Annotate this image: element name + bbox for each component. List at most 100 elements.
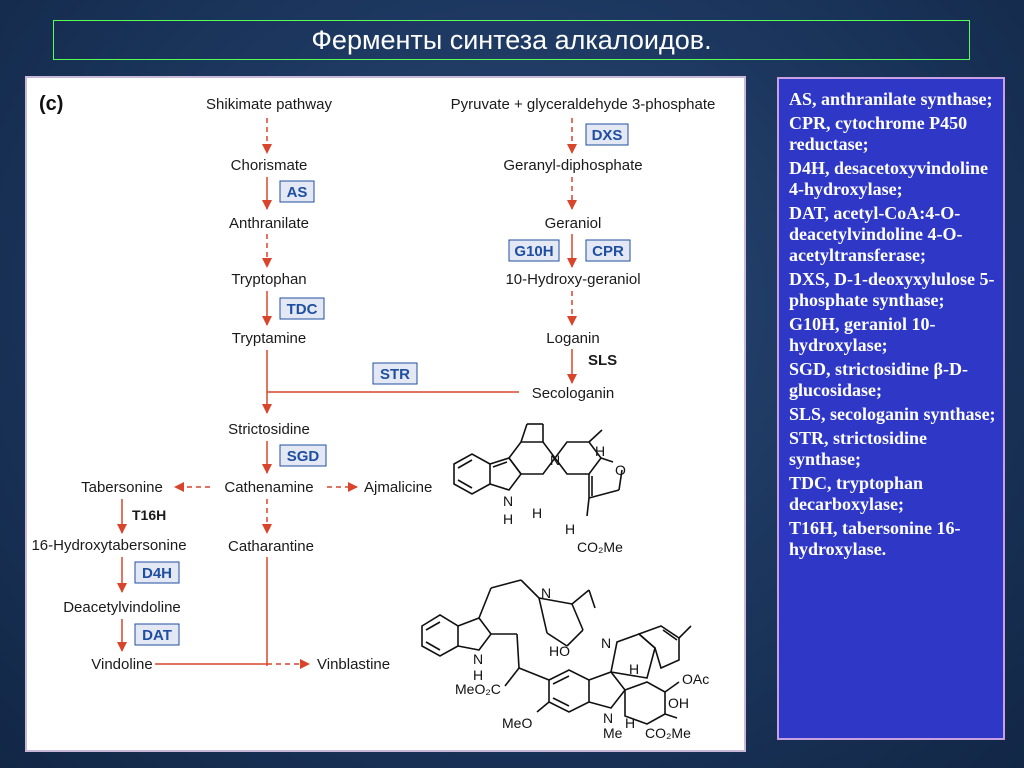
legend-desc: , secologanin synthase; <box>821 404 996 424</box>
panel-label: (c) <box>39 93 63 115</box>
enzyme-legend-panel: AS, anthranilate synthase; CPR, cytochro… <box>777 77 1005 740</box>
enzyme-box-g10h <box>508 239 560 262</box>
node-shikimate: Shikimate pathway <box>206 96 332 113</box>
node-vindoline: Vindoline <box>91 656 152 673</box>
legend-item: CPR, cytochrome P450 reductase; <box>789 113 997 155</box>
legend-abbr: T16H <box>789 518 834 538</box>
enzyme-box-as <box>279 180 315 203</box>
node-hydroxytabersonine: 16-Hydroxytabersonine <box>31 537 186 554</box>
legend-abbr: STR <box>789 428 825 448</box>
enzyme-box-dxs <box>585 123 629 146</box>
node-ajmalicine: Ajmalicine <box>364 479 432 496</box>
enzyme-box-sgd <box>279 444 327 467</box>
legend-item: SLS, secologanin synthase; <box>789 404 997 425</box>
legend-abbr: TDC <box>789 473 828 493</box>
vinblastine-structure <box>421 579 692 725</box>
enzyme-as: AS <box>287 184 308 201</box>
legend-abbr: G10H <box>789 314 836 334</box>
legend-desc: , acetyl-CoA:4-O-deacetylvindoline 4-O-a… <box>789 203 963 265</box>
vb-label-n2: N <box>601 635 611 651</box>
vb-label-n1: N <box>541 585 551 601</box>
legend-desc: , desacetoxyvindoline 4-hydroxylase; <box>789 158 989 199</box>
enzyme-cpr: CPR <box>592 243 624 260</box>
enzyme-dat: DAT <box>142 627 172 644</box>
legend-desc: , tryptophan decarboxylase; <box>789 473 924 514</box>
vb-label-h1: H <box>629 661 639 677</box>
legend-item: T16H, tabersonine 16-hydroxylase. <box>789 518 997 560</box>
node-tryptophan: Tryptophan <box>231 271 306 288</box>
ajm-label-h1: H <box>595 443 605 459</box>
legend-desc: , anthranilate synthase; <box>812 89 993 109</box>
node-cathenamine: Cathenamine <box>224 479 313 496</box>
ajm-label-co2me: CO₂Me <box>577 539 623 555</box>
node-anthranilate: Anthranilate <box>229 215 309 232</box>
ajm-label-n: N <box>550 452 560 468</box>
vb-label-meo: MeO <box>502 715 532 731</box>
enzyme-tdc: TDC <box>287 301 318 318</box>
pathway-diagram: (c) Shikimate pathway Chorismate AS Anth… <box>31 93 716 741</box>
legend-desc: , cytochrome P450 reductase; <box>789 113 968 154</box>
node-vinblastine: Vinblastine <box>317 656 390 673</box>
node-tryptamine: Tryptamine <box>232 330 306 347</box>
vb-label-co2me: CO₂Me <box>645 725 691 741</box>
legend-item: DXS, D-1-deoxyxylulose 5-phosphate synth… <box>789 269 997 311</box>
vb-label-h2: H <box>625 715 635 731</box>
enzyme-t16h: T16H <box>132 507 166 523</box>
vb-label-n3: N <box>603 710 613 726</box>
enzyme-sgd: SGD <box>287 448 320 465</box>
enzyme-d4h: D4H <box>142 565 172 582</box>
enzyme-dxs: DXS <box>592 127 623 144</box>
slide-title-text: Ферменты синтеза алкалоидов. <box>311 24 712 55</box>
node-pyruvate: Pyruvate + glyceraldehyde 3-phosphate <box>451 96 716 113</box>
enzyme-g10h: G10H <box>514 243 553 260</box>
legend-item: SGD, strictosidine β-D-glucosidase; <box>789 359 997 401</box>
node-chorismate: Chorismate <box>231 157 308 174</box>
vb-label-me: Me <box>603 725 623 741</box>
ajmalicine-structure <box>453 423 623 517</box>
vb-label-nh: N <box>473 651 483 667</box>
node-geranyl-diphosphate: Geranyl-diphosphate <box>503 157 642 174</box>
pathway-diagram-panel: (c) Shikimate pathway Chorismate AS Anth… <box>25 76 746 752</box>
ajm-label-nh-h: H <box>503 511 513 527</box>
enzyme-box-str <box>372 362 418 385</box>
node-catharantine: Catharantine <box>228 538 314 555</box>
enzyme-box-cpr <box>585 239 631 262</box>
legend-abbr: SLS <box>789 404 822 424</box>
node-hydroxy-geraniol: 10-Hydroxy-geraniol <box>505 271 640 288</box>
node-deacetylvindoline: Deacetylvindoline <box>63 599 181 616</box>
legend-item: G10H, geraniol 10-hydroxylase; <box>789 314 997 356</box>
enzyme-box-tdc <box>279 297 325 320</box>
legend-desc: , D-1-deoxyxylulose 5-phosphate synthase… <box>789 269 995 310</box>
vb-label-ho: HO <box>549 643 570 659</box>
slide-title: Ферменты синтеза алкалоидов. <box>53 20 970 60</box>
legend-abbr: SGD <box>789 359 827 379</box>
ajm-label-nh: N <box>503 493 513 509</box>
legend-abbr: DAT <box>789 203 825 223</box>
legend-item: DAT, acetyl-CoA:4-O-deacetylvindoline 4-… <box>789 203 997 266</box>
legend-abbr: AS <box>789 89 813 109</box>
legend-abbr: CPR <box>789 113 826 133</box>
enzyme-str: STR <box>380 366 410 383</box>
node-geraniol: Geraniol <box>545 215 602 232</box>
node-tabersonine: Tabersonine <box>81 479 163 496</box>
legend-item: STR, strictosidine synthase; <box>789 428 997 470</box>
legend-item: D4H, desacetoxyvindoline 4-hydroxylase; <box>789 158 997 200</box>
legend-abbr: D4H <box>789 158 825 178</box>
enzyme-sls: SLS <box>588 352 617 369</box>
legend-desc: , geraniol 10-hydroxylase; <box>789 314 936 355</box>
ajm-label-o: O <box>615 462 626 478</box>
ajm-label-h3: H <box>565 521 575 537</box>
legend-item: TDC, tryptophan decarboxylase; <box>789 473 997 515</box>
vb-label-nh-h: H <box>473 667 483 683</box>
legend-desc: , strictosidine synthase; <box>789 428 928 469</box>
enzyme-box-dat <box>134 623 180 646</box>
legend-abbr: DXS <box>789 269 826 289</box>
node-strictosidine: Strictosidine <box>228 421 310 438</box>
enzyme-box-d4h <box>134 561 180 584</box>
legend-desc: , tabersonine 16-hydroxylase. <box>789 518 961 559</box>
vb-label-oh: OH <box>668 695 689 711</box>
node-secologanin: Secologanin <box>532 385 615 402</box>
vb-label-meo2c: MeO₂C <box>455 681 501 697</box>
legend-desc: , strictosidine β-D-glucosidase; <box>789 359 968 400</box>
ajm-label-h2: H <box>532 505 542 521</box>
